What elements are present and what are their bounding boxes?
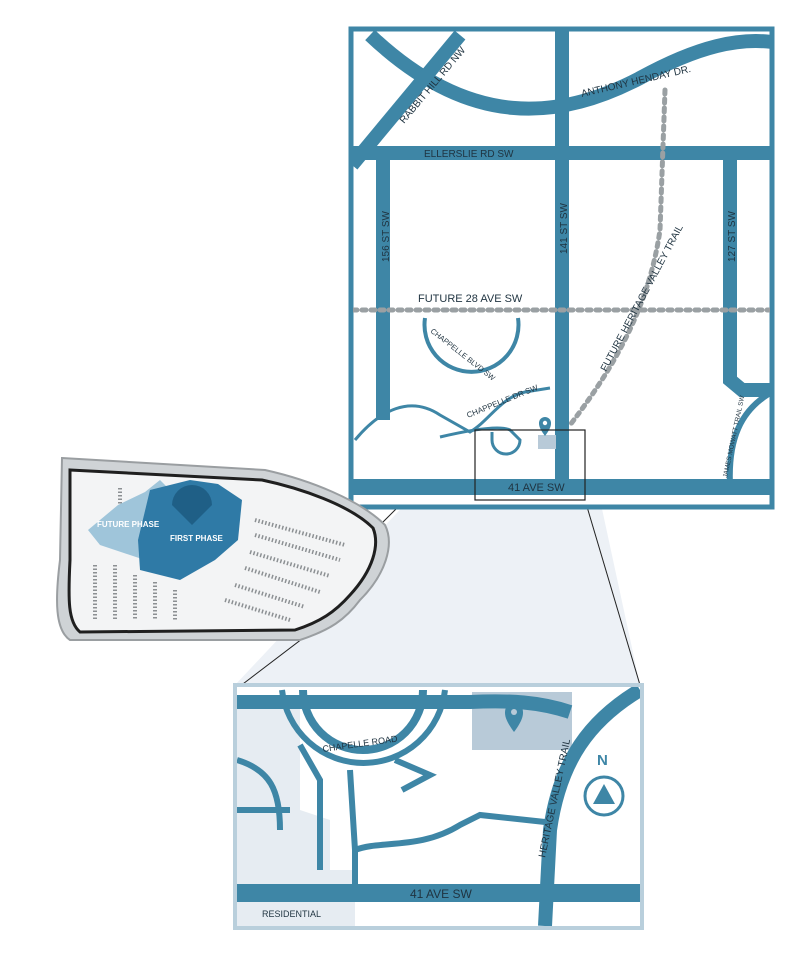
site-highlight-small xyxy=(538,435,556,449)
location-pin-icon xyxy=(539,417,551,436)
james-mowatt-road xyxy=(726,389,770,486)
first-phase-atrium xyxy=(172,485,212,525)
label-first-phase: FIRST PHASE xyxy=(170,534,224,543)
detail-top-road xyxy=(237,694,573,719)
street-127 xyxy=(723,150,770,397)
north-label: N xyxy=(597,752,608,769)
label-127-st: 127 ST SW xyxy=(727,210,738,262)
label-141-st: 141 ST SW xyxy=(559,202,570,254)
detail-map: CHAPELLE ROAD HERITAGE VALLEY TRAIL 41 A… xyxy=(233,683,644,930)
legend-residential-label: RESIDENTIAL xyxy=(262,909,321,919)
overview-map: RABBIT HILL RD NW ANTHONY HENDAY DR. ELL… xyxy=(348,26,775,510)
detail-local-road-1 xyxy=(297,743,323,870)
chappelle-blvd-ring xyxy=(422,317,521,374)
first-phase-area xyxy=(138,480,242,580)
label-ellerslie: ELLERSLIE RD SW xyxy=(424,149,514,160)
label-future-phase-1: FUTURE PHASE xyxy=(97,520,160,529)
label-156-st: 156 ST SW xyxy=(381,210,392,262)
detail-heritage-trail xyxy=(538,687,640,926)
label-future-28-ave: FUTURE 28 AVE SW xyxy=(418,293,523,305)
detail-ring-inner xyxy=(299,689,427,754)
site-plan: FUTURE PHASE FIRST PHASE xyxy=(56,456,390,641)
detail-ring-outer xyxy=(279,689,448,766)
north-arrow-icon: N xyxy=(583,752,625,817)
leader-line-right xyxy=(584,499,641,686)
residential-area-2 xyxy=(240,820,325,870)
parking-rows xyxy=(93,488,346,622)
detail-local-road-3 xyxy=(237,757,283,831)
detail-ring-spur xyxy=(393,757,437,793)
future-heritage-valley-line xyxy=(567,87,668,428)
label-41-ave-detail: 41 AVE SW xyxy=(410,887,472,901)
detail-location-pin-icon xyxy=(505,703,523,732)
zoom-box xyxy=(474,429,586,501)
detail-local-road-5 xyxy=(353,811,546,853)
anthony-henday-road xyxy=(365,31,770,116)
chappelle-drive xyxy=(353,386,551,441)
legend-residential-swatch xyxy=(247,908,256,917)
label-41-ave-overview: 41 AVE SW xyxy=(508,482,565,494)
rabbit-hill-road xyxy=(353,31,466,170)
